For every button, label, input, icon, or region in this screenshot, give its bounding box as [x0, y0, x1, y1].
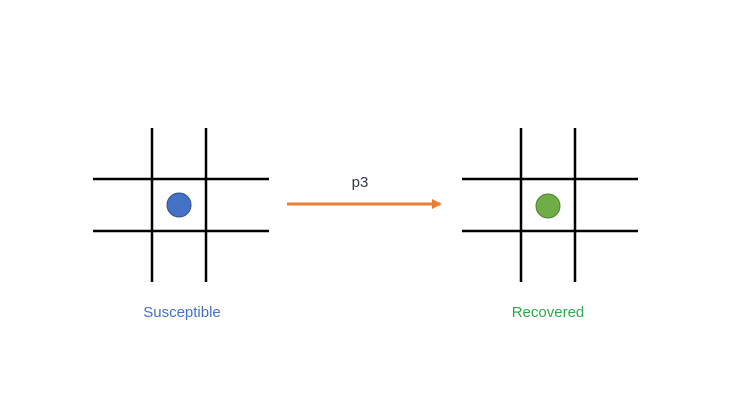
recovered-dot: [535, 193, 561, 219]
left-grid: [93, 128, 269, 282]
recovered-label: Recovered: [511, 304, 585, 321]
transition-label: p3: [351, 174, 369, 191]
right-grid: [462, 128, 638, 282]
susceptible-dot: [166, 192, 192, 218]
susceptible-label: Susceptible: [143, 304, 221, 321]
